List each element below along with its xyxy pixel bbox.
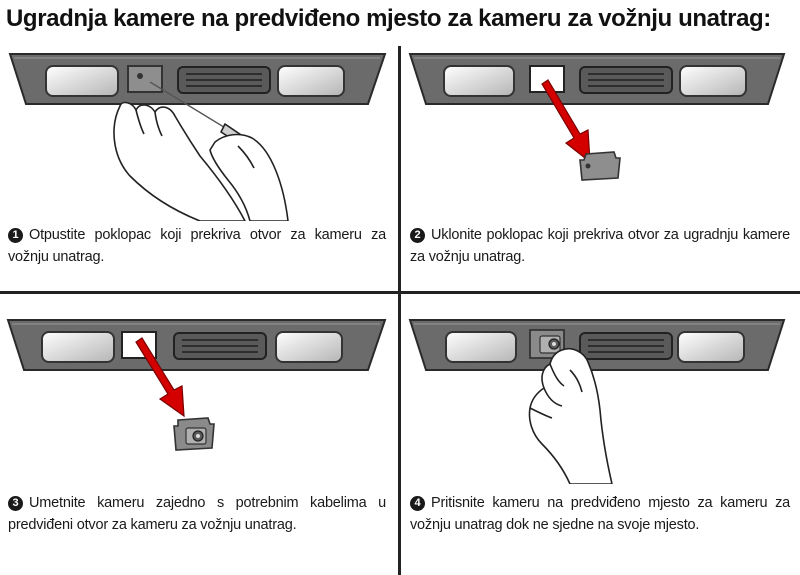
step-2-illustration <box>408 53 786 181</box>
step-3-instruction: Umetnite kameru zajedno s potrebnim kabe… <box>8 495 386 533</box>
step-4-illustration <box>408 319 786 484</box>
vertical-divider <box>398 46 401 575</box>
step-3-illustration <box>6 319 387 451</box>
camera-module-icon <box>173 417 215 451</box>
trim-bar-icon <box>6 319 387 371</box>
cover-plate-icon <box>579 151 621 181</box>
page-title: Ugradnja kamere na predviđeno mjesto za … <box>6 5 771 32</box>
step-number-badge: 2 <box>410 228 425 243</box>
step-1-illustration <box>8 53 387 221</box>
trim-bar-icon <box>8 53 387 105</box>
trim-bar-icon <box>408 319 786 371</box>
hand-with-pry-tool-icon <box>113 81 289 221</box>
step-number-badge: 4 <box>410 496 425 511</box>
red-arrow-icon <box>541 79 591 164</box>
step-number-badge: 1 <box>8 228 23 243</box>
step-4-instruction: Pritisnite kameru na predviđeno mjesto z… <box>410 495 790 533</box>
horizontal-divider <box>0 291 800 294</box>
trim-bar-icon <box>408 53 786 105</box>
camera-module-icon <box>529 329 565 359</box>
hand-pressing-icon <box>528 347 613 484</box>
step-1-instruction: Otpustite poklopac koji prekriva otvor z… <box>8 227 386 265</box>
red-arrow-icon <box>135 337 185 418</box>
step-number-badge: 3 <box>8 496 23 511</box>
step-2-instruction: Uklonite poklopac koji prekriva otvor za… <box>410 227 790 265</box>
